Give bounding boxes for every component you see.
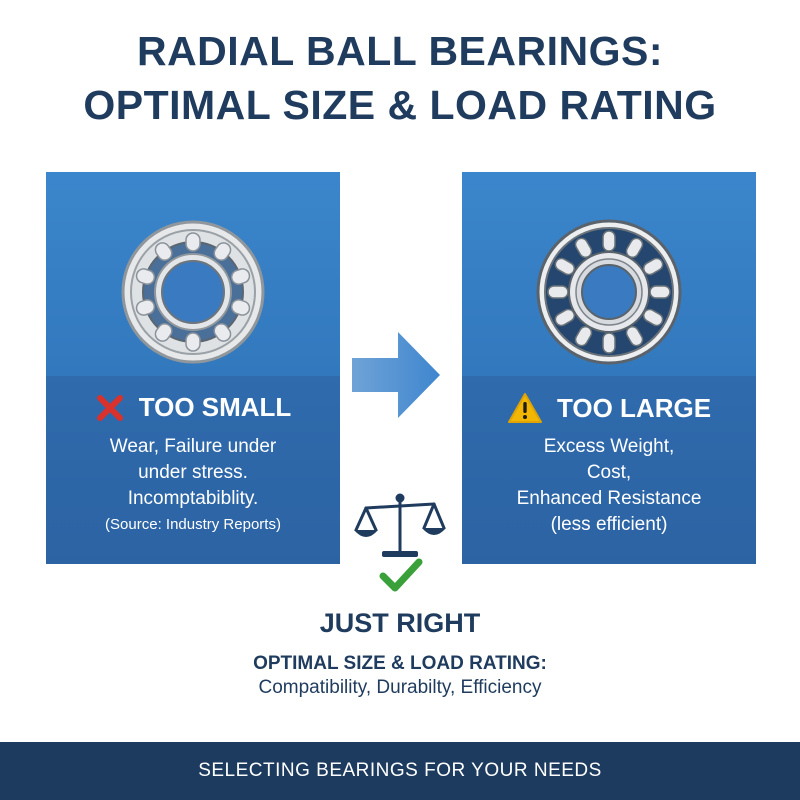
too-small-desc-line-1: Wear, Failure under bbox=[109, 436, 277, 457]
right-arrow-icon bbox=[352, 332, 440, 418]
page-title-line-2: OPTIMAL SIZE & LOAD RATING bbox=[83, 82, 717, 128]
too-small-panel: TOO SMALL Wear, Failure under under stre… bbox=[46, 172, 340, 564]
benefits-text: Compatibility, Durabilty, Efficiency bbox=[258, 677, 542, 698]
footer-text: SELECTING BEARINGS FOR YOUR NEEDS bbox=[198, 760, 602, 781]
footer-banner: SELECTING BEARINGS FOR YOUR NEEDS bbox=[0, 742, 800, 800]
too-large-desc-line-3: Enhanced Resistance bbox=[516, 488, 702, 509]
just-right-heading: JUST RIGHT bbox=[319, 608, 481, 638]
balance-scale-icon bbox=[354, 493, 446, 557]
small-bearing-icon bbox=[121, 220, 265, 364]
too-large-desc-line-1: Excess Weight, bbox=[543, 436, 675, 457]
optimal-subheading: OPTIMAL SIZE & LOAD RATING: bbox=[253, 653, 547, 674]
too-small-source: (Source: Industry Reports) bbox=[105, 516, 281, 533]
too-small-desc-line-2: under stress. bbox=[138, 462, 248, 483]
too-small-label: TOO SMALL bbox=[138, 392, 292, 422]
too-large-description: Excess Weight, Cost, Enhanced Resistance… bbox=[462, 434, 756, 538]
large-bearing-icon bbox=[536, 219, 682, 365]
too-large-panel: TOO LARGE Excess Weight, Cost, Enhanced … bbox=[462, 172, 756, 564]
too-small-desc-line-3: Incomptabiblity. bbox=[127, 488, 259, 509]
too-large-label: TOO LARGE bbox=[556, 392, 712, 423]
warning-icon bbox=[507, 393, 542, 423]
too-large-desc-line-2: Cost, bbox=[586, 462, 632, 483]
green-check-icon bbox=[379, 558, 423, 592]
page-title-line-1: RADIAL BALL BEARINGS: bbox=[136, 28, 664, 74]
too-large-desc-line-4: (less efficient) bbox=[550, 514, 668, 535]
too-small-description: Wear, Failure under under stress. Incomp… bbox=[46, 434, 340, 538]
red-x-icon bbox=[96, 394, 123, 421]
